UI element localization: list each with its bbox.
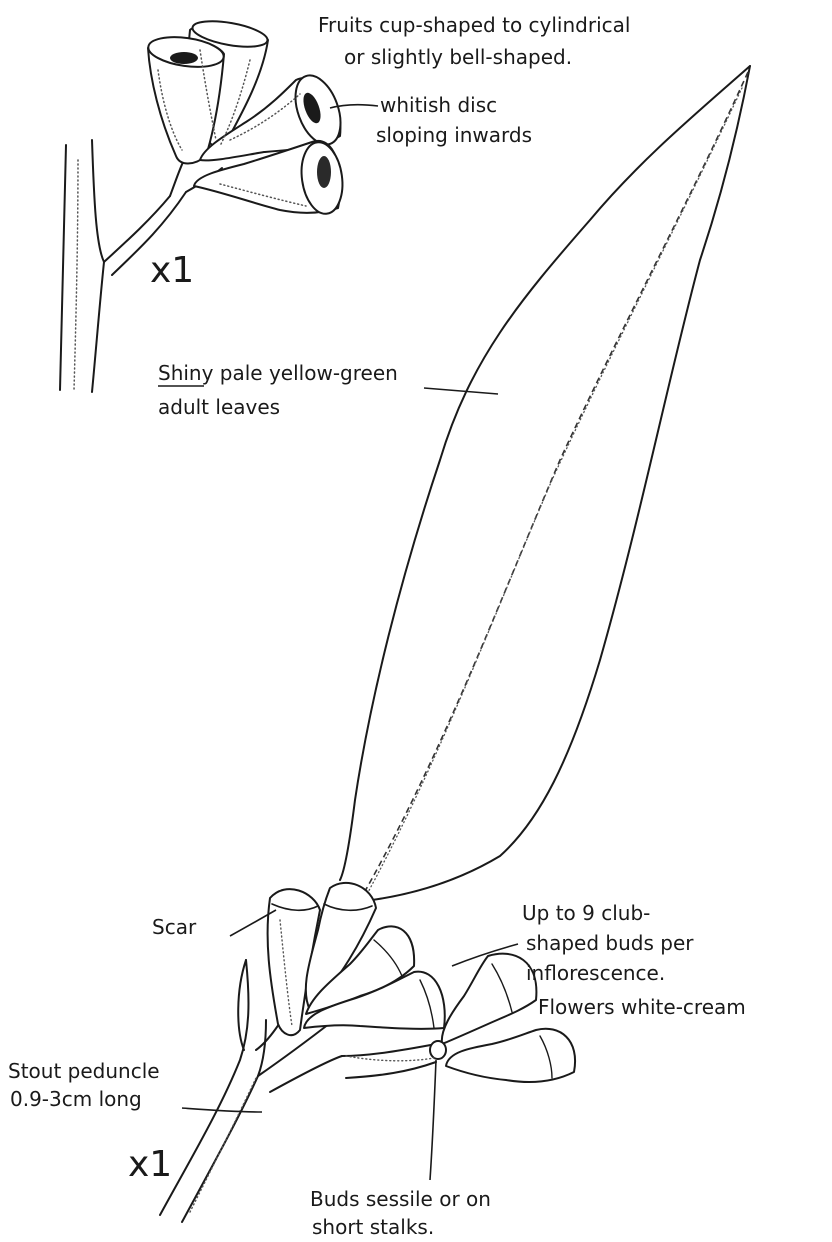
sessile-note-line2: short stalks. — [312, 1215, 434, 1239]
buds-note-line1: Up to 9 club- — [522, 901, 650, 925]
scale-label-top: x1 — [150, 250, 194, 291]
disc-note-line1: whitish disc — [380, 93, 497, 117]
fruit-cluster-drawing — [60, 17, 349, 392]
peduncle-note-line1: Stout peduncle — [8, 1059, 160, 1083]
sessile-note-line1: Buds sessile or on — [310, 1187, 491, 1211]
leaf-note-line2: adult leaves — [158, 395, 280, 419]
fruit-note-line1: Fruits cup-shaped to cylindrical — [318, 13, 630, 37]
buds-note-line3: inflorescence. — [526, 961, 665, 985]
bud-cluster-drawing — [160, 883, 575, 1222]
peduncle-note-line2: 0.9-3cm long — [10, 1087, 142, 1111]
adult-leaf-drawing — [340, 66, 750, 900]
disc-note-line2: sloping inwards — [376, 123, 532, 147]
fruit-note-line2: or slightly bell-shaped. — [344, 45, 572, 69]
scar-note: Scar — [152, 915, 197, 939]
buds-note-line4: Flowers white-cream — [538, 995, 746, 1019]
leaf-note-line1: Shiny pale yellow-green — [158, 361, 398, 385]
buds-note-line2: shaped buds per — [526, 931, 694, 955]
scale-label-bottom: x1 — [128, 1144, 172, 1185]
